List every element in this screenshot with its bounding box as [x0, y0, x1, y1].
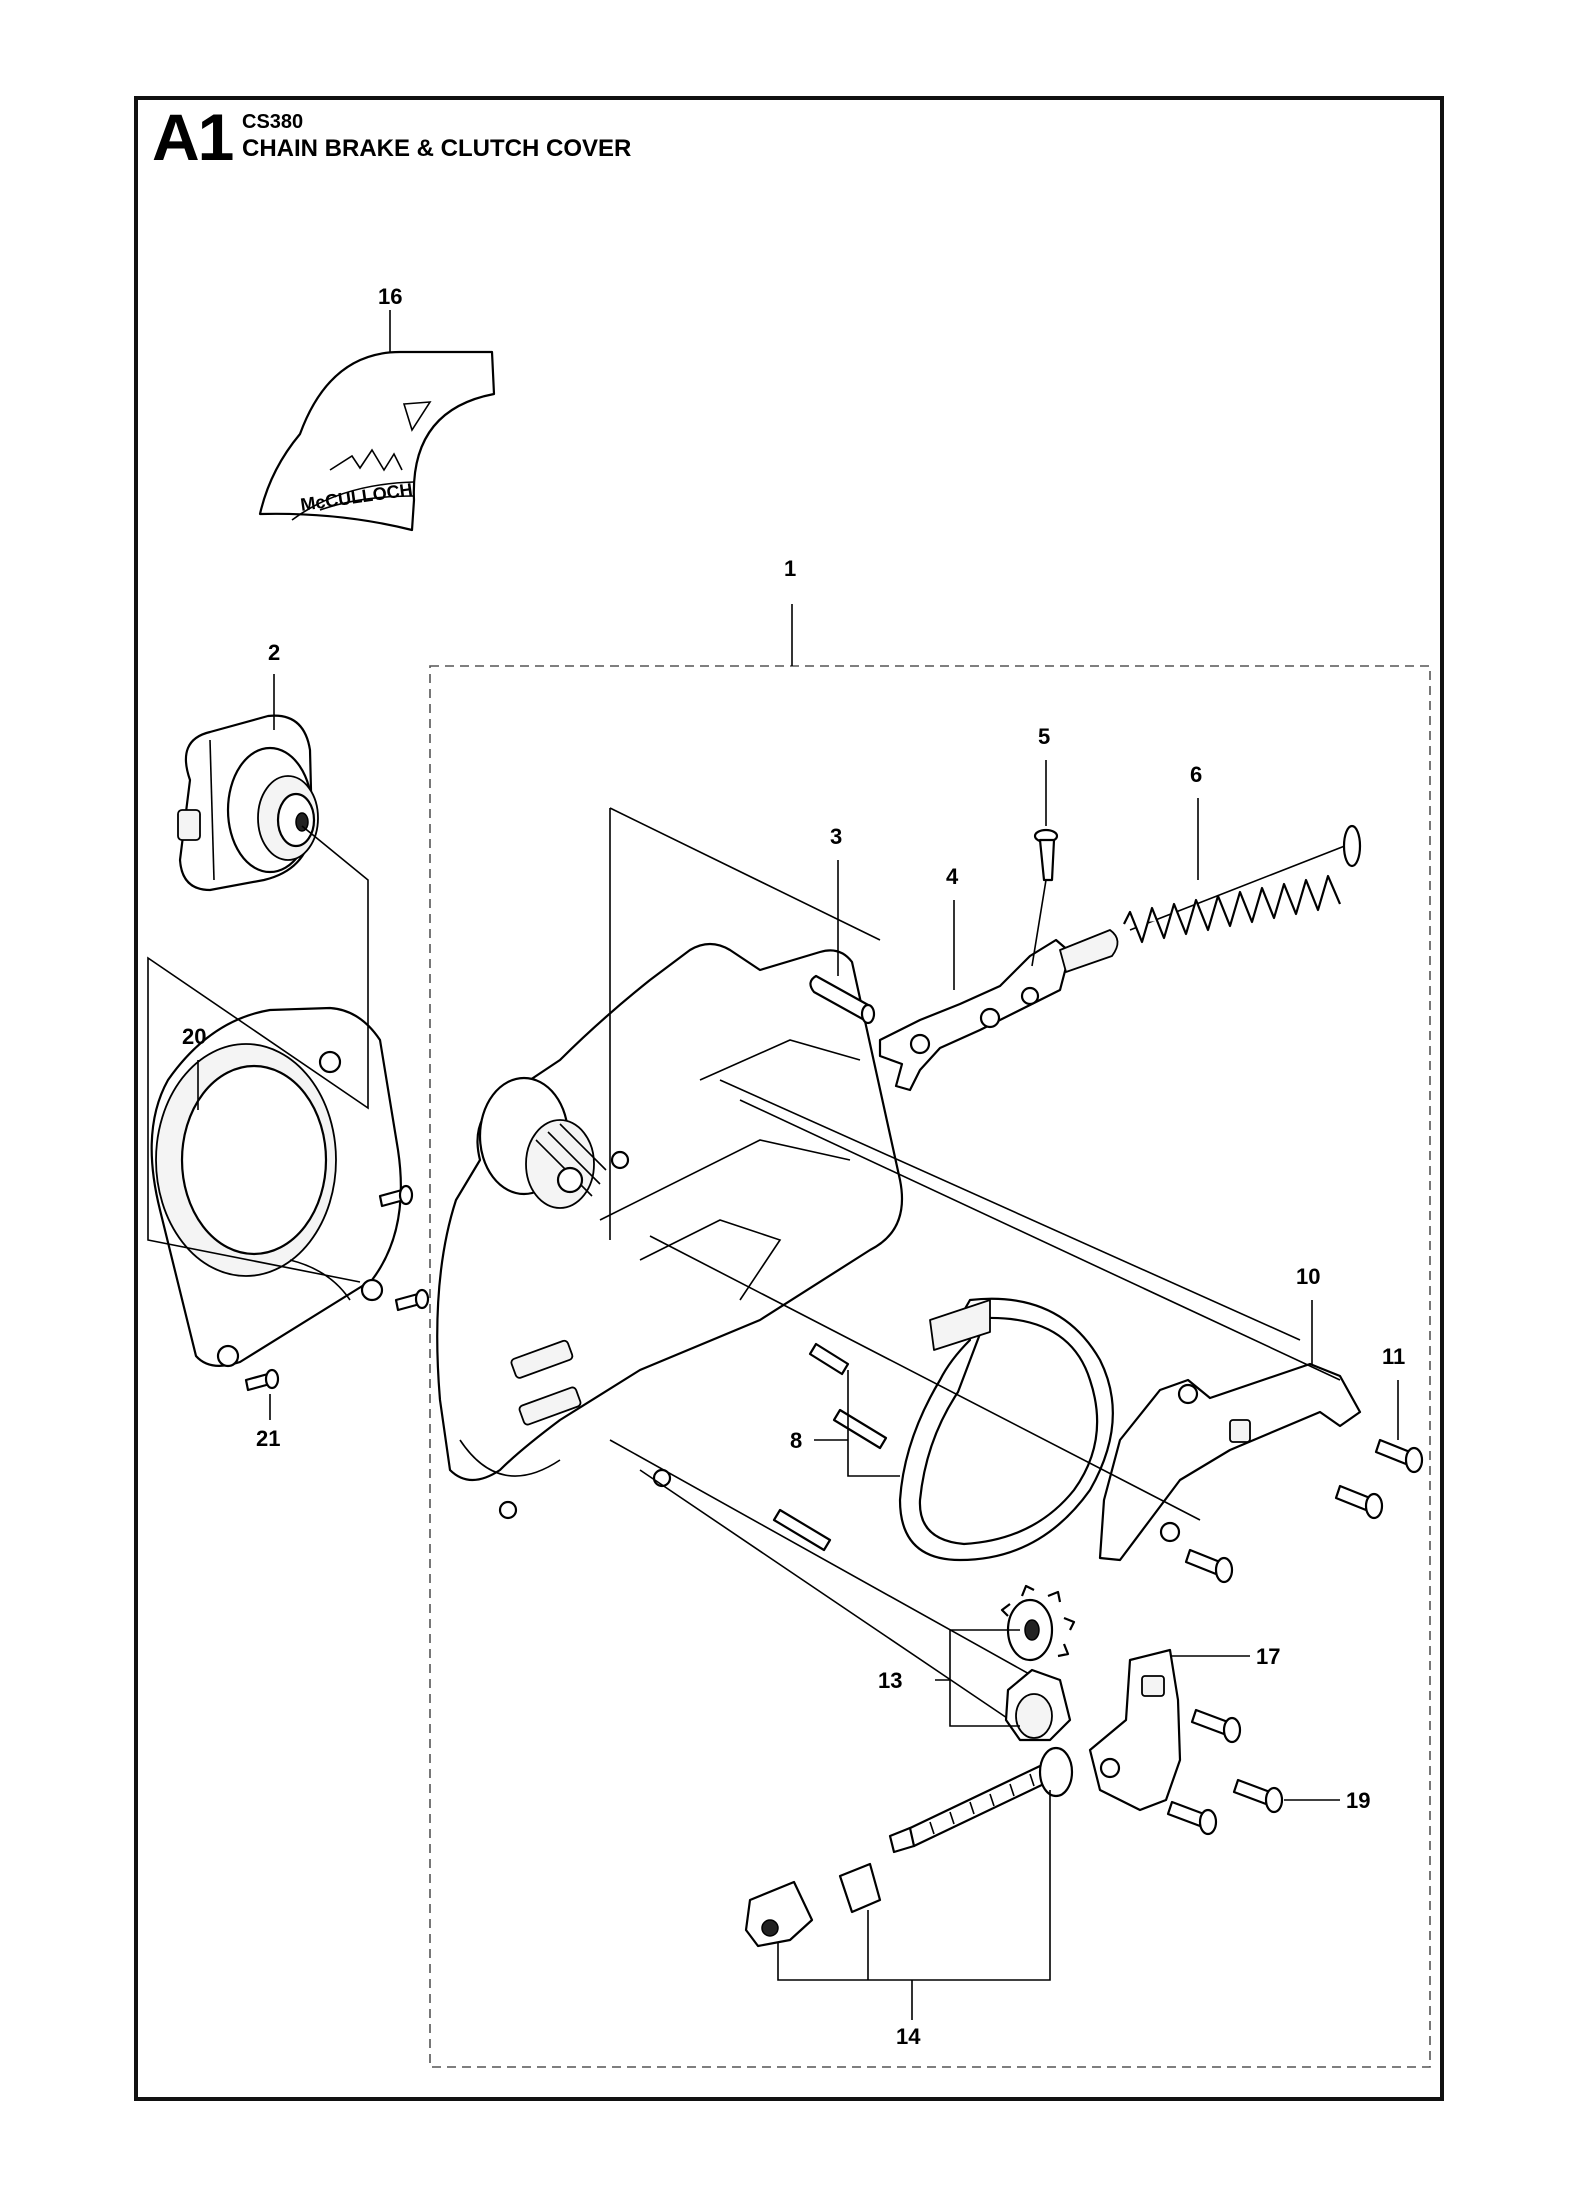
page-code: A1 — [152, 100, 234, 174]
leader-line — [639, 1469, 1011, 1721]
screw[interactable] — [1190, 1708, 1242, 1744]
leader-line — [739, 1099, 1341, 1381]
adjuster-nut[interactable] — [744, 1880, 814, 1948]
callout-14[interactable]: 14 — [896, 2024, 921, 2049]
pin[interactable] — [772, 1508, 832, 1552]
brake-spring[interactable] — [1123, 824, 1362, 944]
callout-13[interactable]: 13 — [878, 1668, 902, 1693]
screw[interactable] — [378, 1184, 414, 1208]
model-number: CS380 — [242, 111, 304, 133]
pin[interactable] — [832, 1408, 888, 1450]
clutch-cover-housing[interactable] — [436, 942, 904, 1520]
screw[interactable] — [1184, 1548, 1234, 1584]
adjuster-bracket[interactable] — [1088, 1648, 1182, 1812]
callout-19[interactable]: 16 — [378, 284, 402, 309]
leader-line — [935, 1629, 1020, 1727]
screw[interactable] — [1334, 1484, 1384, 1520]
callout-11[interactable]: 11 — [1382, 1344, 1405, 1369]
chain-adjusting-screw[interactable] — [888, 1746, 1074, 1854]
chain-brake-lever[interactable] — [878, 929, 1119, 1092]
leader-line — [1031, 879, 1047, 967]
callout-8[interactable]: 8 — [790, 1428, 802, 1453]
leader-line — [649, 1235, 1201, 1521]
callout-2[interactable]: 2 — [268, 640, 280, 665]
leader-line — [609, 807, 881, 941]
callout-10[interactable]: 10 — [1296, 1264, 1320, 1289]
screw-5[interactable] — [1033, 828, 1059, 882]
screw[interactable] — [394, 1288, 430, 1312]
clutch-cover-ring[interactable] — [150, 1006, 402, 1368]
screw-17[interactable] — [1232, 1778, 1284, 1814]
page-title: CHAIN BRAKE & CLUTCH COVER — [242, 135, 632, 162]
mcculloch-decal[interactable]: McCULLOCH — [258, 350, 496, 532]
screw-21[interactable] — [244, 1368, 280, 1392]
assembly-1-boundary — [429, 665, 1431, 2068]
pin-3[interactable] — [809, 974, 876, 1025]
leader-line — [777, 1790, 1051, 2020]
screw[interactable] — [1166, 1800, 1218, 1836]
callout-6[interactable]: 6 — [1190, 762, 1202, 787]
callout-1[interactable]: 1 — [784, 556, 796, 581]
leader-line — [719, 1079, 1301, 1341]
leader-line — [609, 1439, 1041, 1681]
brake-band[interactable] — [898, 1297, 1114, 1562]
leader-line — [814, 1370, 900, 1477]
callout-16[interactable]: 17 — [1256, 1644, 1280, 1669]
leader-line — [147, 825, 369, 1283]
callout-20[interactable]: 20 — [182, 1024, 206, 1049]
callout-21[interactable]: 21 — [256, 1426, 280, 1451]
pin-8[interactable] — [808, 1342, 850, 1376]
adjuster-washer[interactable] — [838, 1862, 882, 1914]
screw-11[interactable] — [1374, 1438, 1424, 1474]
brake-band-bracket[interactable] — [1098, 1362, 1362, 1562]
drawing-frame — [134, 96, 1444, 2101]
callout-5[interactable]: 5 — [1038, 724, 1050, 749]
adjuster-gear-set[interactable] — [1000, 1584, 1076, 1742]
callout-3[interactable]: 3 — [830, 824, 842, 849]
clutch-drum[interactable] — [177, 714, 319, 892]
callout-17[interactable]: 19 — [1346, 1788, 1370, 1813]
callout-4[interactable]: 4 — [946, 864, 959, 889]
